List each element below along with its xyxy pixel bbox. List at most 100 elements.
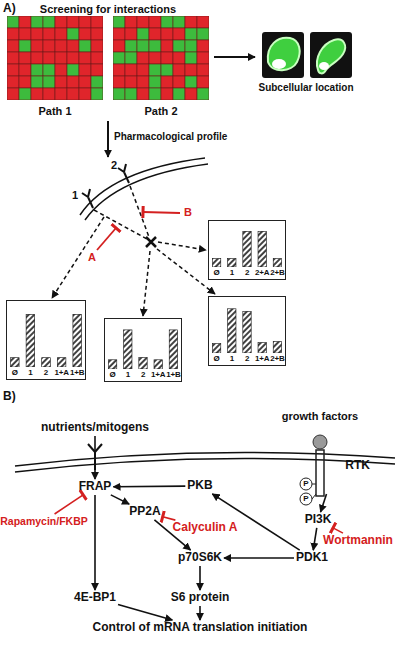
bar-chart: Ø121+A2+B bbox=[208, 296, 286, 366]
screen-cell bbox=[79, 40, 91, 52]
figure-label: Screening for interactions bbox=[40, 3, 176, 15]
protein-node: p70S6K bbox=[176, 550, 224, 566]
screen-cell bbox=[7, 40, 19, 52]
axis-label: 1+B bbox=[69, 367, 85, 379]
node-label: PP2A bbox=[129, 505, 160, 519]
chart-plot bbox=[105, 319, 181, 369]
screen-cell bbox=[149, 28, 161, 40]
micrograph bbox=[310, 32, 352, 78]
axis-label: 1 bbox=[120, 369, 135, 381]
screen-cell bbox=[185, 28, 197, 40]
screen-cell bbox=[161, 16, 173, 28]
phospho-circle bbox=[300, 493, 312, 505]
screen-cell bbox=[67, 52, 79, 64]
readout-arrow bbox=[158, 242, 206, 250]
bar bbox=[11, 358, 20, 367]
bar bbox=[258, 231, 266, 267]
screen-cell bbox=[149, 52, 161, 64]
screen-cell bbox=[113, 64, 125, 76]
panel-letter: A) bbox=[3, 2, 16, 15]
screen-cell bbox=[19, 52, 31, 64]
screen-cell bbox=[173, 64, 185, 76]
screen-cell bbox=[55, 40, 67, 52]
screen-cell bbox=[161, 64, 173, 76]
screen-cell bbox=[113, 40, 125, 52]
screen-cell bbox=[19, 64, 31, 76]
bar bbox=[42, 358, 51, 367]
screen-cell bbox=[31, 88, 43, 100]
figure-label: P bbox=[303, 480, 308, 489]
bar bbox=[73, 314, 82, 367]
protein-node: PKB bbox=[185, 478, 214, 494]
grid-cells bbox=[7, 16, 103, 100]
screen-cell bbox=[31, 28, 43, 40]
readout-arrow bbox=[143, 251, 150, 316]
axis-row: Ø121+A1+B bbox=[7, 367, 85, 379]
screen-cell bbox=[55, 52, 67, 64]
screen-cell bbox=[91, 64, 103, 76]
bar bbox=[212, 344, 220, 353]
screen-cell bbox=[137, 28, 149, 40]
screen-cell bbox=[31, 76, 43, 88]
axis-label: 1+A bbox=[54, 367, 70, 379]
screen-cell bbox=[185, 88, 197, 100]
screen-cell bbox=[55, 64, 67, 76]
screen-cell bbox=[55, 28, 67, 40]
screen-cell bbox=[7, 64, 19, 76]
bar bbox=[154, 360, 162, 369]
activation-arrow bbox=[199, 606, 201, 620]
screen-cell bbox=[185, 16, 197, 28]
protein-node: 4E-BP1 bbox=[72, 590, 118, 606]
screen-cell bbox=[197, 40, 209, 52]
screen-cell bbox=[197, 88, 209, 100]
axis-row: Ø122+A2+B bbox=[209, 267, 285, 279]
axis-label: 1+B bbox=[166, 369, 181, 381]
screen-cell bbox=[43, 16, 55, 28]
activation-arrow bbox=[94, 495, 96, 590]
inhibitor-line bbox=[97, 228, 116, 250]
screen-cell bbox=[113, 88, 125, 100]
protein-node: Control of mRNA translation initiation bbox=[91, 620, 310, 636]
chart-plot bbox=[7, 301, 85, 367]
screen-cell bbox=[91, 88, 103, 100]
screen-cell bbox=[67, 64, 79, 76]
bar bbox=[124, 330, 132, 369]
screen-cell bbox=[91, 76, 103, 88]
screen-cell bbox=[113, 52, 125, 64]
inhibitor-node: Calyculin A bbox=[171, 520, 240, 536]
activation-arrow bbox=[94, 436, 96, 479]
readout-arrow bbox=[52, 217, 104, 298]
protein-node: nutrients/mitogens bbox=[39, 420, 151, 436]
screen-cell bbox=[79, 16, 91, 28]
bar bbox=[57, 358, 66, 367]
ligand bbox=[313, 435, 327, 449]
screen-cell bbox=[161, 52, 173, 64]
panel-letter: B) bbox=[3, 390, 16, 403]
figure-label: P bbox=[303, 495, 308, 504]
screen-cell bbox=[137, 16, 149, 28]
inhibitor-name: Rapamycin/FKBP bbox=[0, 515, 88, 527]
chart-plot bbox=[209, 297, 285, 353]
figure-label: A bbox=[88, 251, 96, 263]
screen-grid: Path 1 bbox=[6, 16, 104, 118]
screen-cell bbox=[125, 40, 137, 52]
grid-label: Path 1 bbox=[6, 105, 104, 118]
screen-cell bbox=[197, 28, 209, 40]
screen-cell bbox=[7, 88, 19, 100]
screen-cell bbox=[31, 16, 43, 28]
inhibition-line bbox=[163, 517, 176, 520]
screen-cell bbox=[185, 52, 197, 64]
screen-cell bbox=[43, 64, 55, 76]
screen-cell bbox=[161, 28, 173, 40]
screen-cell bbox=[137, 88, 149, 100]
screen-cell bbox=[137, 52, 149, 64]
axis-label: 1 bbox=[23, 367, 39, 379]
node-label: p70S6K bbox=[178, 551, 222, 565]
axis-label: Ø bbox=[7, 367, 23, 379]
protein-node: S6 protein bbox=[169, 590, 232, 606]
phospho-link bbox=[312, 484, 316, 485]
receptor-node: RTK bbox=[300, 436, 372, 494]
screen-cell bbox=[31, 40, 43, 52]
grid-label: Path 2 bbox=[112, 105, 210, 118]
